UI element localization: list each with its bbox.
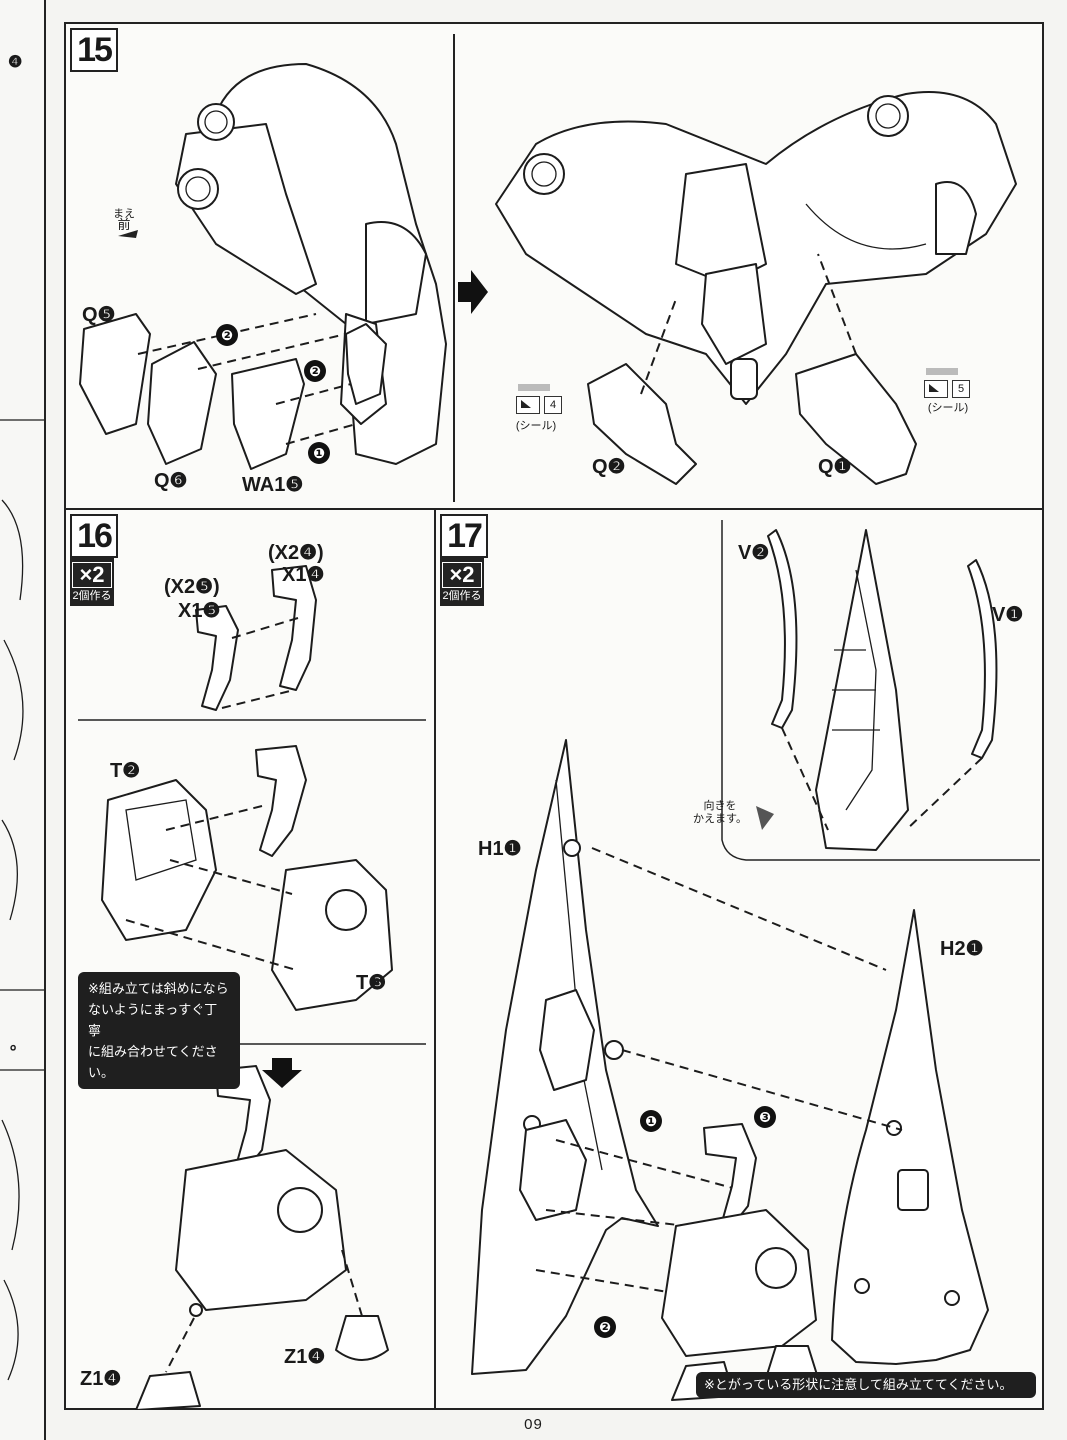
order-mark-1: ❶ [640, 1110, 662, 1132]
part-label-z1-4: Z1❹ [284, 1346, 326, 1368]
order-mark-2: ❷ [216, 324, 238, 346]
step-16-illustration [78, 565, 426, 1410]
part-label-x2-5: (X2❺) [164, 576, 220, 598]
multiplier: ×2 [442, 562, 482, 588]
step-number: 16 [70, 514, 118, 558]
note-line: ないようにまっすぐ丁寧 [88, 1002, 218, 1038]
note-line: に組み合わせてください。 [88, 1044, 218, 1080]
order-mark-3: ❸ [754, 1106, 776, 1128]
order-mark-1: ❶ [308, 442, 330, 464]
prev-page-fragment: 。 [10, 1036, 27, 1053]
sticker-number: 5 [952, 380, 970, 398]
part-label-h1: H1❶ [478, 838, 522, 860]
sticker-5-caption: (シール) [927, 402, 969, 414]
sticker-4-caption: (シール) [515, 420, 557, 432]
part-label-z1-4: Z1❹ [80, 1368, 122, 1390]
part-label-x1-5: X1❺ [178, 600, 221, 622]
sticker-swatch [518, 384, 550, 391]
sticker-5-tag: 5 [924, 368, 970, 398]
make-two-badge: ×2 2個作る [70, 558, 114, 606]
sticker-swatch [926, 368, 958, 375]
turn-note-line: 向きを [703, 800, 737, 812]
part-label-wa15: WA1❺ [242, 474, 304, 496]
part-label-t3: T❸ [356, 972, 387, 994]
sticker-4-tag: 4 [516, 384, 562, 414]
part-label-h2: H2❶ [940, 938, 984, 960]
step-number: 15 [70, 28, 118, 72]
part-label-t2: T❷ [110, 760, 141, 782]
step-15-panel: 15 [66, 24, 1042, 510]
order-mark-2: ❷ [594, 1316, 616, 1338]
make-two-badge: ×2 2個作る [440, 558, 484, 606]
step-16-panel: 16 ×2 2個作る [66, 510, 436, 1410]
turn-note-line: かえます。 [693, 813, 747, 825]
sticker-flag-icon [516, 396, 540, 414]
part-label-v2: V❷ [738, 542, 770, 564]
sticker-flag-icon [924, 380, 948, 398]
step-number: 17 [440, 514, 488, 558]
part-label-q6: Q❻ [154, 470, 188, 492]
part-label-v1: V❶ [992, 604, 1024, 626]
direction-furigana: まえ [113, 208, 135, 220]
step-17-illustration [471, 520, 1040, 1401]
prev-page-artwork [0, 419, 44, 1381]
previous-page-edge: ❹ 。 [0, 0, 46, 1440]
step-17-panel: 17 ×2 2個作る [436, 510, 1042, 1410]
direction-front-label: 前 [117, 217, 131, 232]
part-label-q5: Q❺ [82, 304, 116, 326]
order-mark-2: ❷ [304, 360, 326, 382]
sticker-number: 4 [544, 396, 562, 414]
shape-caution-note: ※とがっている形状に注意して組み立ててください。 [696, 1372, 1036, 1398]
part-label-x1-4: X1❹ [282, 564, 325, 586]
step-15-illustration [79, 34, 1017, 502]
turn-note: 向きを かえます。 [688, 800, 752, 826]
steps-frame: 15 [64, 22, 1044, 1410]
part-label-x2-4: (X2❹) [268, 542, 324, 564]
multiplier-caption: 2個作る [72, 590, 112, 602]
part-label-q1: Q❶ [818, 456, 852, 478]
part-label-q2: Q❷ [592, 456, 626, 478]
assembly-note: ※組み立ては斜めになら ないようにまっすぐ丁寧 に組み合わせてください。 [78, 972, 240, 1089]
page-number: 09 [524, 1416, 543, 1433]
multiplier-caption: 2個作る [442, 590, 482, 602]
multiplier: ×2 [72, 562, 112, 588]
prev-page-fragment: ❹ [8, 54, 23, 71]
note-line: ※組み立ては斜めになら [88, 981, 229, 996]
